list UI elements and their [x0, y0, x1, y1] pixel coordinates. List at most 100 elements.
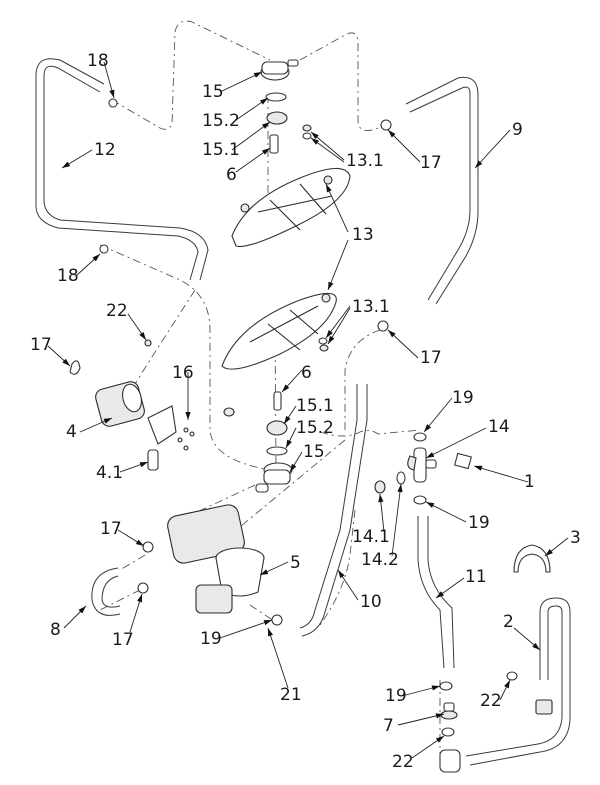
part-13-1-washers-lower — [318, 337, 329, 352]
leader-13-1-lower-a-arrowhead — [326, 330, 333, 338]
leader-13-1-lower-b-arrowhead — [328, 335, 335, 344]
clamp-17-right — [377, 320, 389, 332]
callout-22-right: 22 — [480, 691, 502, 711]
callout-19-bottom: 19 — [385, 686, 407, 706]
part-3-clip — [513, 544, 551, 573]
callout-6-lower: 6 — [301, 363, 312, 383]
leader-22-right-arrowhead — [504, 680, 510, 689]
part-4-1-capacitor — [147, 449, 159, 471]
part-15-2-o-ring-lower — [266, 446, 288, 456]
callout-19-top: 19 — [452, 388, 474, 408]
part-16-bracket — [147, 405, 195, 451]
callout-6-top: 6 — [226, 165, 237, 185]
part-15-1-nut-top — [266, 111, 288, 125]
part-22-clip-right — [506, 671, 518, 681]
hose-12 — [35, 58, 209, 281]
part-14-valve — [407, 447, 437, 483]
hose-11 — [417, 516, 455, 669]
hose-9 — [405, 76, 479, 305]
part-13-spray-arm-upper — [231, 167, 351, 248]
leader-15-top-arrowhead — [253, 72, 262, 78]
callout-13-1-top: 13.1 — [346, 151, 384, 171]
part-22-clip-left — [144, 339, 152, 347]
callout-15-lower: 15 — [303, 442, 325, 462]
hose-clamps — [99, 98, 453, 691]
assembly-path-pipe — [319, 509, 356, 626]
callout-4-1: 4.1 — [96, 463, 123, 483]
callout-9: 9 — [512, 120, 523, 140]
assembly-path-valve — [319, 429, 421, 437]
clamp-17-pump — [142, 541, 154, 553]
leader-14 — [425, 427, 487, 459]
callout-15-2-lower: 15.2 — [296, 418, 334, 438]
part-15-manifold-lower — [255, 462, 293, 493]
callout-12: 12 — [94, 140, 116, 160]
part-15-2-o-ring-top — [265, 92, 287, 102]
leader-15-2-top-arrowhead — [259, 98, 268, 105]
callout-8: 8 — [50, 620, 61, 640]
assembly-path-pump — [99, 439, 346, 611]
leader-13-lower — [327, 239, 349, 291]
callout-17-pump: 17 — [100, 519, 122, 539]
leader-19-mid-arrowhead — [426, 502, 435, 508]
leader-13-upper-arrowhead — [326, 184, 332, 193]
callout-1: 1 — [524, 472, 535, 492]
leader-13-1-top-a-arrowhead — [311, 132, 319, 140]
assembly-path-right — [344, 329, 381, 430]
leader-21-arrowhead — [268, 628, 273, 637]
callout-17-hose8: 17 — [112, 630, 134, 650]
part-small-washer — [223, 407, 235, 417]
callout-4: 4 — [66, 422, 77, 442]
callout-18-top: 18 — [87, 51, 109, 71]
leader-19-top-arrowhead — [424, 424, 432, 432]
leader-14-arrowhead — [426, 452, 435, 458]
leader-19-pump — [219, 619, 273, 639]
hose-2 — [439, 597, 571, 773]
leader-17-left-arrowhead — [62, 358, 70, 366]
callout-3: 3 — [570, 528, 581, 548]
clamp-18-lower — [99, 244, 109, 254]
callout-16: 16 — [172, 363, 194, 383]
leader-3-arrowhead — [545, 549, 553, 556]
leader-1-arrowhead — [474, 465, 483, 471]
part-15-manifold-top — [260, 59, 299, 81]
callout-17-right: 17 — [420, 348, 442, 368]
leader-13-1-top-b-arrowhead — [311, 138, 319, 145]
callout-13-1-lower: 13.1 — [352, 297, 390, 317]
leader-14-2-arrowhead — [397, 484, 403, 493]
leader-21 — [267, 627, 289, 689]
leader-18-top-arrowhead — [109, 89, 115, 98]
callout-17-left: 17 — [30, 335, 52, 355]
clamp-19-bottom — [439, 681, 453, 691]
part-15-1-nut-lower — [266, 420, 288, 436]
callout-19-mid: 19 — [468, 513, 490, 533]
part-14-1-cap — [374, 480, 386, 494]
leader-15-lower-arrowhead — [290, 463, 297, 472]
clamp-19-pump — [271, 614, 283, 626]
leader-6-lower-arrowhead — [282, 384, 290, 392]
leader-17-top-right-arrowhead — [388, 130, 396, 138]
leader-14-2 — [391, 483, 402, 557]
leader-17-hose8-arrowhead — [137, 594, 143, 603]
callout-15-top: 15 — [202, 82, 224, 102]
callout-22-bottom: 22 — [392, 752, 414, 772]
leader-17-right-arrowhead — [388, 330, 396, 338]
leader-4-1-arrowhead — [139, 462, 148, 468]
part-13-1-washers-top — [302, 124, 312, 140]
part-7-connector — [440, 702, 458, 720]
leader-11-arrowhead — [436, 591, 445, 598]
part-14-2-gasket — [396, 471, 406, 485]
callout-14-2: 14.2 — [361, 550, 399, 570]
hose-8 — [91, 567, 121, 616]
part-1-label-tag — [454, 452, 472, 470]
leader-19-bottom-arrowhead — [431, 685, 440, 691]
callout-10: 10 — [360, 592, 382, 612]
part-6-nozzle-lower — [273, 391, 282, 411]
callout-2: 2 — [503, 612, 514, 632]
callout-18-lower: 18 — [57, 266, 79, 286]
callout-7: 7 — [383, 716, 394, 736]
leader-9 — [474, 129, 511, 169]
clamp-17-top-right — [380, 119, 392, 131]
part-13-spray-arm-lower — [221, 292, 337, 370]
leader-19-pump-arrowhead — [263, 620, 272, 626]
